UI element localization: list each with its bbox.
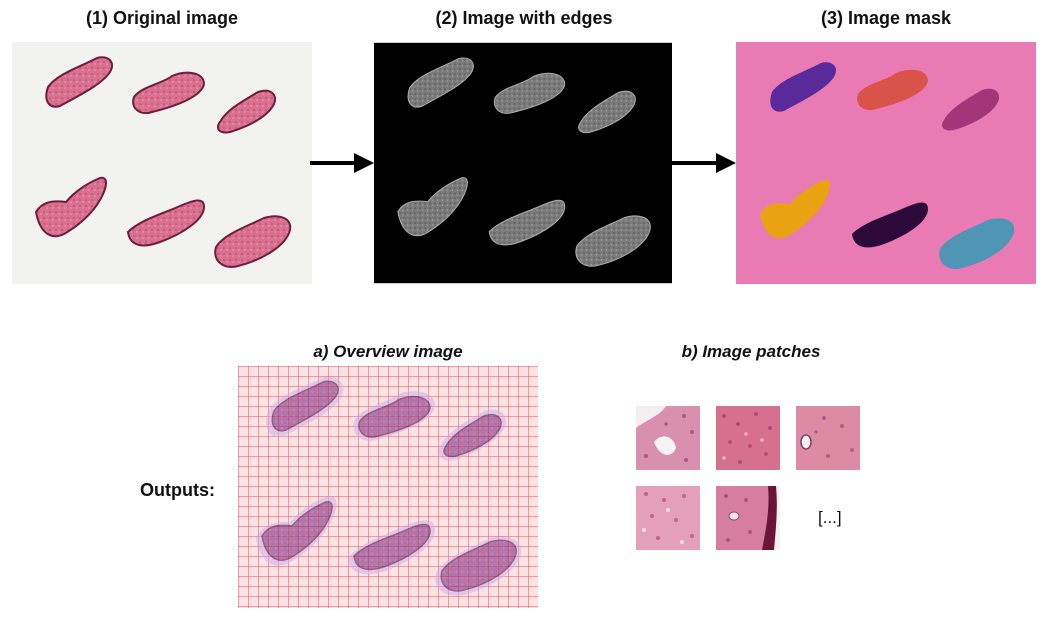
overview-image-title: a) Overview image bbox=[313, 342, 463, 361]
image-patch bbox=[636, 486, 700, 550]
image-patches-title: b) Image patches bbox=[681, 342, 821, 361]
mask-image-panel bbox=[736, 42, 1036, 284]
image-patch bbox=[796, 406, 860, 470]
outputs-label: Outputs: bbox=[140, 480, 215, 500]
overview-image-panel bbox=[238, 366, 538, 608]
arrow-right-icon bbox=[310, 152, 376, 174]
original-image-title: (1) Original image bbox=[85, 8, 239, 28]
mask-image-title: (3) Image mask bbox=[820, 8, 952, 28]
image-patch bbox=[716, 406, 780, 470]
image-patch bbox=[716, 486, 780, 550]
original-image-panel bbox=[12, 42, 312, 284]
arrow-right-icon bbox=[672, 152, 738, 174]
edges-image-title: (2) Image with edges bbox=[435, 8, 613, 28]
image-patch bbox=[636, 406, 700, 470]
edges-image-panel bbox=[374, 42, 672, 284]
more-patches-ellipsis: [...] bbox=[818, 508, 842, 527]
